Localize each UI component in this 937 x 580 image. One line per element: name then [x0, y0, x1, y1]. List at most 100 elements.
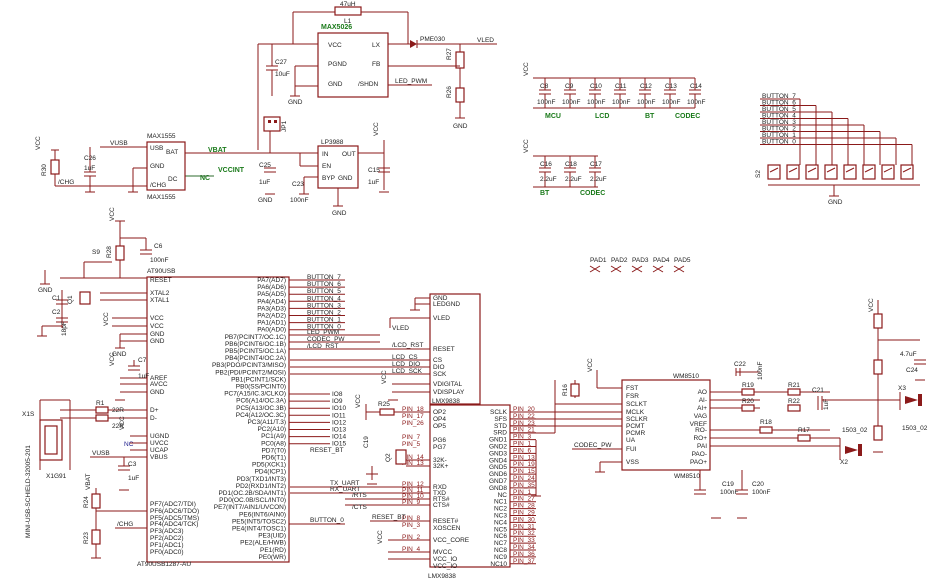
mcu-left-pin: PF4(ADC4/TCK) [150, 521, 198, 528]
jack-1-label: 1503_02 [902, 425, 928, 432]
r26-label: R26 [446, 86, 453, 98]
cap2-value: 2.2uF [590, 176, 607, 183]
power-net-label: MCU [545, 113, 561, 120]
bt-left-pin: MVCC [433, 549, 452, 556]
bt-right-pin: NC5 [494, 526, 507, 533]
svg-text:LX: LX [372, 42, 381, 49]
mcu-net-label: BUTTON_0 [307, 324, 341, 331]
cap-label: C12 [640, 83, 652, 90]
pad-label: PAD5 [674, 257, 691, 264]
mcu-left-pin: PF5(ADC5/TMS) [150, 515, 199, 522]
bt-pin-label: PIN_36 [513, 551, 535, 558]
bt-pin-label: PIN_3 [513, 434, 531, 441]
c22-label: C22 [734, 361, 746, 368]
lcd-pin: VDISPLAY [433, 389, 465, 396]
mcu-net-label: /LCD_RST [307, 343, 338, 350]
boost-converter: MAX5026 VCC PGND GND LX FB /SHDN 47uH L1… [257, 1, 497, 150]
bt-pin-label: PIN_10 [402, 493, 424, 500]
cap2-label: C16 [540, 161, 552, 168]
mcu-right-pin: PE7(INT7/AIN1/UVCON) [214, 504, 286, 511]
mcu-right-pin: PE5(INT5/TOSC2) [232, 518, 286, 525]
svg-text:GND: GND [112, 351, 127, 358]
bt-pin-label: PIN_2 [402, 534, 420, 541]
vcc-mcu: VCC [103, 312, 110, 326]
x3-label: X3 [898, 385, 906, 392]
vusb-net: VUSB [92, 450, 110, 457]
bt-right-pin: GND7 [489, 478, 507, 485]
bt-left-pin: VCC_IO [433, 563, 457, 570]
pad-label: PAD3 [632, 257, 649, 264]
audio-codec: WM8510 WM8510 FSTFSRSCLKTMCLKSCLKRPCMTPC… [554, 298, 928, 519]
c7-value: 1uF [138, 373, 149, 380]
svg-text:VCC: VCC [119, 416, 126, 430]
svg-text:BAT: BAT [166, 149, 178, 156]
bt-right-pin: SRD [493, 430, 507, 437]
mcu-net-label: LED_PWM [307, 329, 339, 336]
codec-left-pin: FUI [626, 446, 637, 453]
codec-left-pin: UA [626, 437, 636, 444]
svg-text:VCC: VCC [868, 298, 875, 312]
bt-pin-label: PIN_33 [513, 537, 535, 544]
mcu-left-pin: AREF [150, 375, 167, 382]
mcu-right-pin: PB4(PCINT4/OC.2A) [225, 355, 286, 362]
mcu-right-pin: PD0(OC.0B/SCL/INT0) [219, 497, 286, 504]
cap-value: 100nF [612, 99, 630, 106]
bt-pin-label: PIN_24 [513, 475, 535, 482]
bt-pin-label: PIN_1 [513, 441, 531, 448]
power-net-label: CODEC [675, 113, 700, 120]
mcu-right-pin: PC0(A8) [261, 440, 286, 447]
x1s-label: X1S [22, 411, 35, 418]
bt-pin-label: PIN_7 [402, 434, 420, 441]
r21-label: R21 [788, 382, 800, 389]
codec-title: WM8510 [673, 373, 699, 380]
cap-value: 100nF [562, 99, 580, 106]
l1-value: 47uH [340, 1, 356, 8]
svg-text:PGND: PGND [328, 61, 347, 68]
c23-label: C23 [292, 181, 304, 188]
reset-bt-mcu: RESET_BT [310, 447, 344, 454]
bt-pin-label: PIN_20 [513, 406, 535, 413]
led-pwm-net: LED_PWM [395, 78, 427, 85]
c26-value: 1uF [84, 165, 95, 172]
bt-right-pin: NC1 [494, 499, 507, 506]
r20-label: R20 [742, 398, 754, 405]
lcd-pin: RESET [433, 346, 455, 353]
x2-label: X2 [840, 459, 848, 466]
codec-right-pin: RO- [695, 427, 707, 434]
codec-left-pin: FSR [626, 393, 639, 400]
r1-label: R1 [96, 400, 105, 407]
reset-bt-net: RESET_BT [372, 514, 406, 521]
codec-right-pin: PAI [697, 443, 707, 450]
button-net-label: BUTTON_2 [762, 126, 796, 133]
cap-label: C14 [690, 83, 702, 90]
codec-left-pin: VSS [626, 459, 640, 466]
pc-net-label: IO9 [332, 398, 343, 405]
mcu-left-pin: RESET [150, 277, 172, 284]
bt-pin-label: PIN_29 [513, 510, 535, 517]
bt-left-pin: XOSCEN [433, 525, 461, 532]
c3-label: C3 [128, 461, 137, 468]
svg-text:VCC: VCC [328, 42, 342, 49]
bt-pin-label: PIN_15 [513, 468, 535, 475]
bluetooth-module: LMX9838 LMX9838 OP2OP4OP5PG6PG732K-32K+R… [290, 394, 555, 580]
c26-label: C26 [84, 155, 96, 162]
cap-label: C8 [540, 83, 549, 90]
mcu-net-label: BUTTON_2 [307, 310, 341, 317]
mcu-right-pin: PA4(AD4) [257, 298, 286, 305]
bt-left-pin: 32K- [433, 457, 447, 464]
bt-right-pin: GND1 [489, 437, 507, 444]
mcu-net-label: BUTTON_4 [307, 295, 341, 302]
c15-label: C15 [368, 167, 380, 174]
codec-left-pin: FST [626, 385, 638, 392]
lcd-pin: VDIGITAL [433, 381, 463, 388]
bt-pin-label: PIN_4 [402, 546, 420, 553]
bt-left-pin: OP4 [433, 416, 446, 423]
mcu-left-pin: GND [150, 338, 165, 345]
bt-left-pin: OP2 [433, 409, 446, 416]
bt-pin-label: PIN_12 [402, 481, 424, 488]
mcu-right-pin: PC5(A13/OC.3B) [236, 405, 286, 412]
cap-value: 100nF [662, 99, 680, 106]
codec-left-pin: SCLKT [626, 401, 647, 408]
bt-right-pin: NC6 [494, 533, 507, 540]
